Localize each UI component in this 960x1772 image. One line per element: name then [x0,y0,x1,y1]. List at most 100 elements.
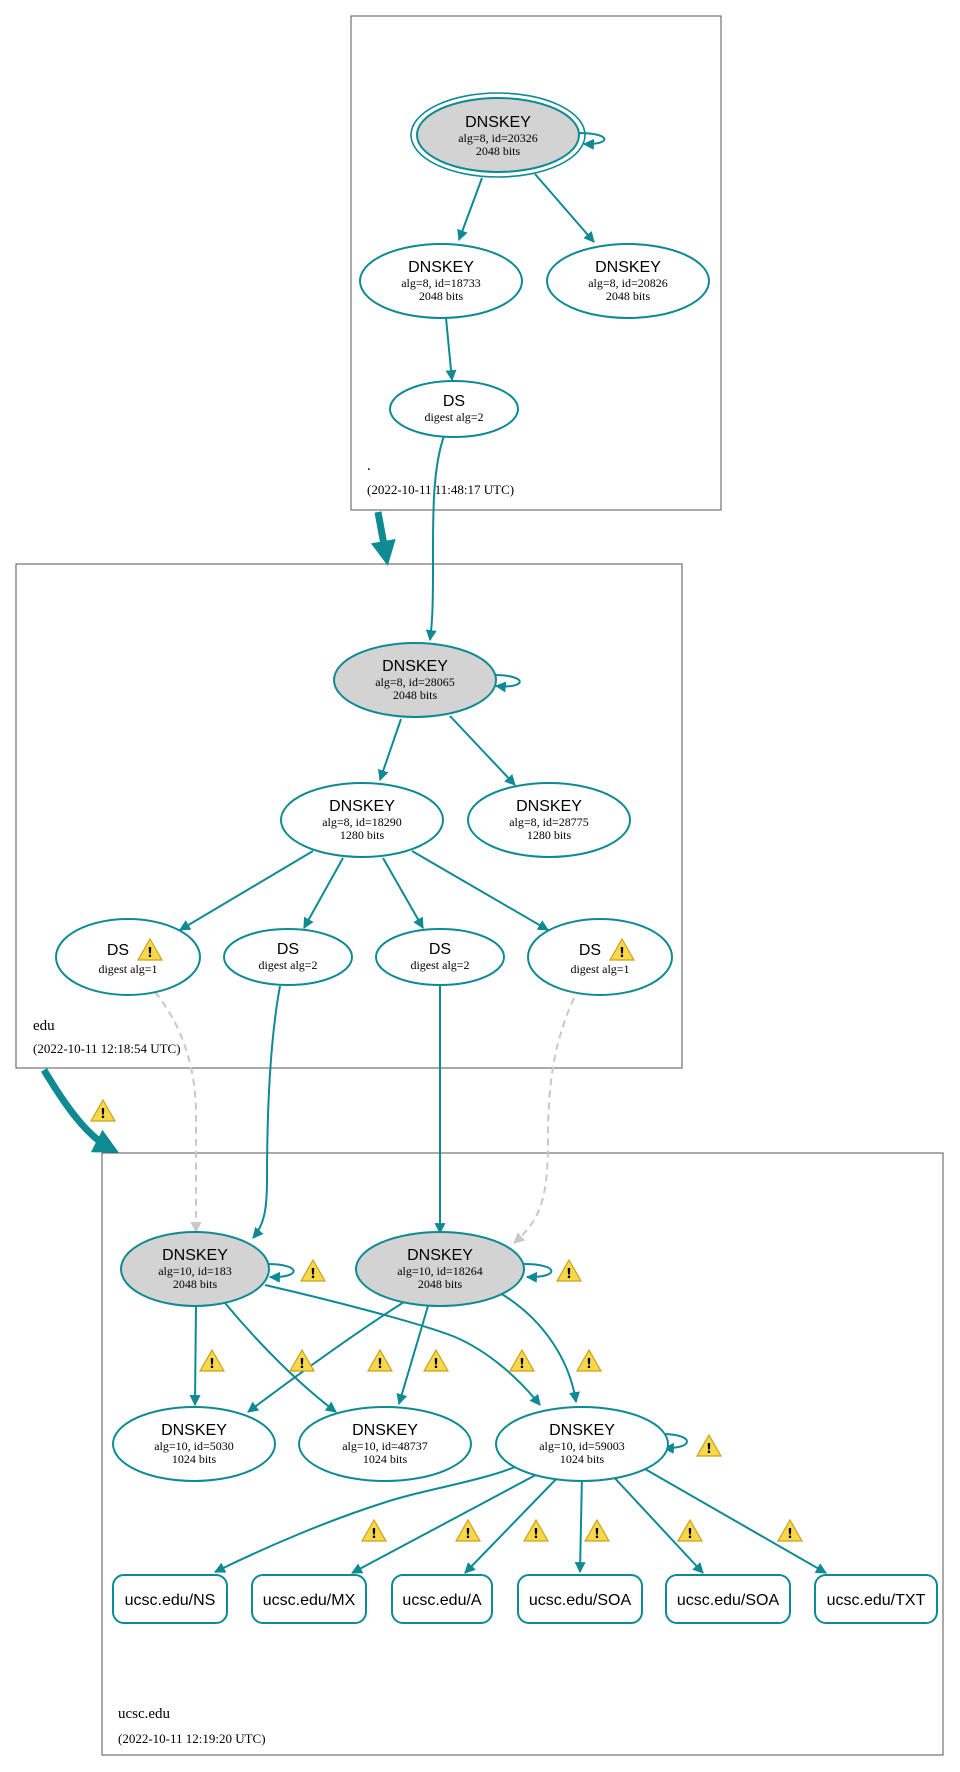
rrset-node-txt[interactable]: ucsc.edu/TXT [814,1574,938,1624]
edge-ds-to-edu-ksk [425,435,445,642]
warning-triangle-icon [696,1434,722,1458]
dnskey-node-183[interactable]: DNSKEY alg=10, id=183 2048 bits [120,1231,270,1307]
edge [457,177,483,242]
edge-self-signed [661,1433,688,1454]
edge-ds-insecure [513,997,575,1244]
zone-ucsc-timestamp: (2022-10-11 12:19:20 UTC) [118,1731,266,1746]
node-key-info: alg=8, id=28065 [375,675,455,689]
node-digest-alg: digest alg=1 [570,962,629,976]
edges [154,132,827,1574]
node-key-size: 1024 bits [560,1452,605,1466]
ds-node-ucsc-3[interactable]: DS digest alg=2 [375,928,505,986]
zone-root-timestamp: (2022-10-11 11:48:17 UTC) [367,482,514,497]
warning-triangle-icon [300,1259,326,1283]
warning-triangle-icon [777,1519,803,1543]
ds-node-ucsc-4[interactable]: DS digest alg=1 [527,918,673,996]
node-key-info: alg=8, id=18290 [322,815,402,829]
node-title: DNSKEY [161,1422,227,1439]
edge [464,1472,563,1574]
rrset-label: ucsc.edu/NS [125,1592,216,1609]
edge [378,718,402,782]
dnskey-node-5030[interactable]: DNSKEY alg=10, id=5030 1024 bits [112,1406,276,1482]
ds-node-ucsc-1[interactable]: DS digest alg=1 [55,918,201,996]
zone-root-box [350,15,722,511]
edge-ds-to-ucsc-ksk [252,985,281,1239]
node-key-info: alg=10, id=183 [158,1264,232,1278]
node-key-size: 2048 bits [173,1277,218,1291]
dnskey-node-20826[interactable]: DNSKEY alg=8, id=20826 2048 bits [546,243,710,319]
dnskey-node-48737[interactable]: DNSKEY alg=10, id=48737 1024 bits [298,1406,472,1482]
edge [396,1305,429,1406]
warning-triangle-icon [289,1349,315,1373]
dnskey-node-18733[interactable]: DNSKEY alg=8, id=18733 2048 bits [359,243,523,319]
edge [574,1474,586,1574]
rrset-node-soa-1[interactable]: ucsc.edu/SOA [517,1574,643,1624]
edge-self-signed [266,1263,295,1283]
warning-triangle-icon [509,1349,535,1373]
edge [411,850,549,931]
node-title: DNSKEY [352,1422,418,1439]
zone-ucsc-box [101,1152,944,1756]
node-key-size: 2048 bits [418,1277,463,1291]
dnskey-node-59003[interactable]: DNSKEY alg=10, id=59003 1024 bits [495,1406,669,1482]
edge [179,850,314,931]
warning-triangle-icon [584,1519,610,1543]
node-title: DNSKEY [329,798,395,815]
rrset-node-soa-2[interactable]: ucsc.edu/SOA [665,1574,791,1624]
edge [609,1472,704,1574]
node-key-size: 2048 bits [606,289,651,303]
ds-node-edu[interactable]: DS digest alg=2 [389,380,519,438]
node-title: DS [107,942,129,959]
edge [214,1464,521,1573]
rrset-node-ns[interactable]: ucsc.edu/NS [112,1574,228,1624]
dnskey-node-28065[interactable]: DNSKEY alg=8, id=28065 2048 bits [333,642,497,718]
node-title: DNSKEY [382,658,448,675]
dnskey-node-28775[interactable]: DNSKEY alg=8, id=28775 1280 bits [467,782,631,858]
rrset-label: ucsc.edu/A [402,1592,481,1609]
warning-triangle-icon [423,1349,449,1373]
node-title: DNSKEY [407,1247,473,1264]
dnskey-node-20326[interactable]: DNSKEY alg=8, id=20326 2048 bits [410,92,586,178]
edge-ds-insecure [154,991,202,1234]
node-key-info: alg=10, id=48737 [342,1439,428,1453]
dnskey-node-18264[interactable]: DNSKEY alg=10, id=18264 2048 bits [355,1231,525,1307]
node-title: DS [579,942,601,959]
edge [264,1284,541,1406]
warning-triangle-icon [367,1349,393,1373]
warning-triangle-icon [455,1519,481,1543]
warning-triangle-icon [677,1519,703,1543]
edge [247,1301,405,1413]
node-key-size: 2048 bits [476,144,521,158]
edge [303,857,344,929]
dnskey-node-18290[interactable]: DNSKEY alg=8, id=18290 1280 bits [280,782,444,858]
rrset-label: ucsc.edu/TXT [827,1592,926,1609]
zone-edu: edu (2022-10-11 12:18:54 UTC) [15,563,683,1069]
delegation-arrow-edu-ucsc [40,1068,119,1153]
node-key-size: 2048 bits [393,688,438,702]
rrset-label: ucsc.edu/SOA [677,1592,780,1609]
zone-root: . (2022-10-11 11:48:17 UTC) [350,15,722,511]
edge [351,1469,546,1574]
zone-edu-name: edu [33,1018,55,1034]
rrset-label: ucsc.edu/MX [263,1592,356,1609]
node-key-info: alg=8, id=20826 [588,276,668,290]
edge [189,1304,201,1407]
rrset-node-a[interactable]: ucsc.edu/A [391,1574,493,1624]
node-digest-alg: digest alg=2 [424,410,483,424]
node-key-info: alg=8, id=18733 [401,276,481,290]
node-key-size: 1280 bits [340,828,385,842]
rrset-node-mx[interactable]: ucsc.edu/MX [251,1574,367,1624]
node-digest-alg: digest alg=2 [258,958,317,972]
ds-node-ucsc-2[interactable]: DS digest alg=2 [223,928,353,986]
edge [534,173,595,243]
edge [445,317,457,382]
edge-self-signed [523,1263,553,1283]
node-key-info: alg=10, id=5030 [154,1439,234,1453]
edge [382,857,424,929]
edge [637,1464,827,1574]
edge [449,715,516,786]
warning-triangle-icon [576,1349,602,1373]
node-title: DNSKEY [516,798,582,815]
node-key-size: 1024 bits [172,1452,217,1466]
